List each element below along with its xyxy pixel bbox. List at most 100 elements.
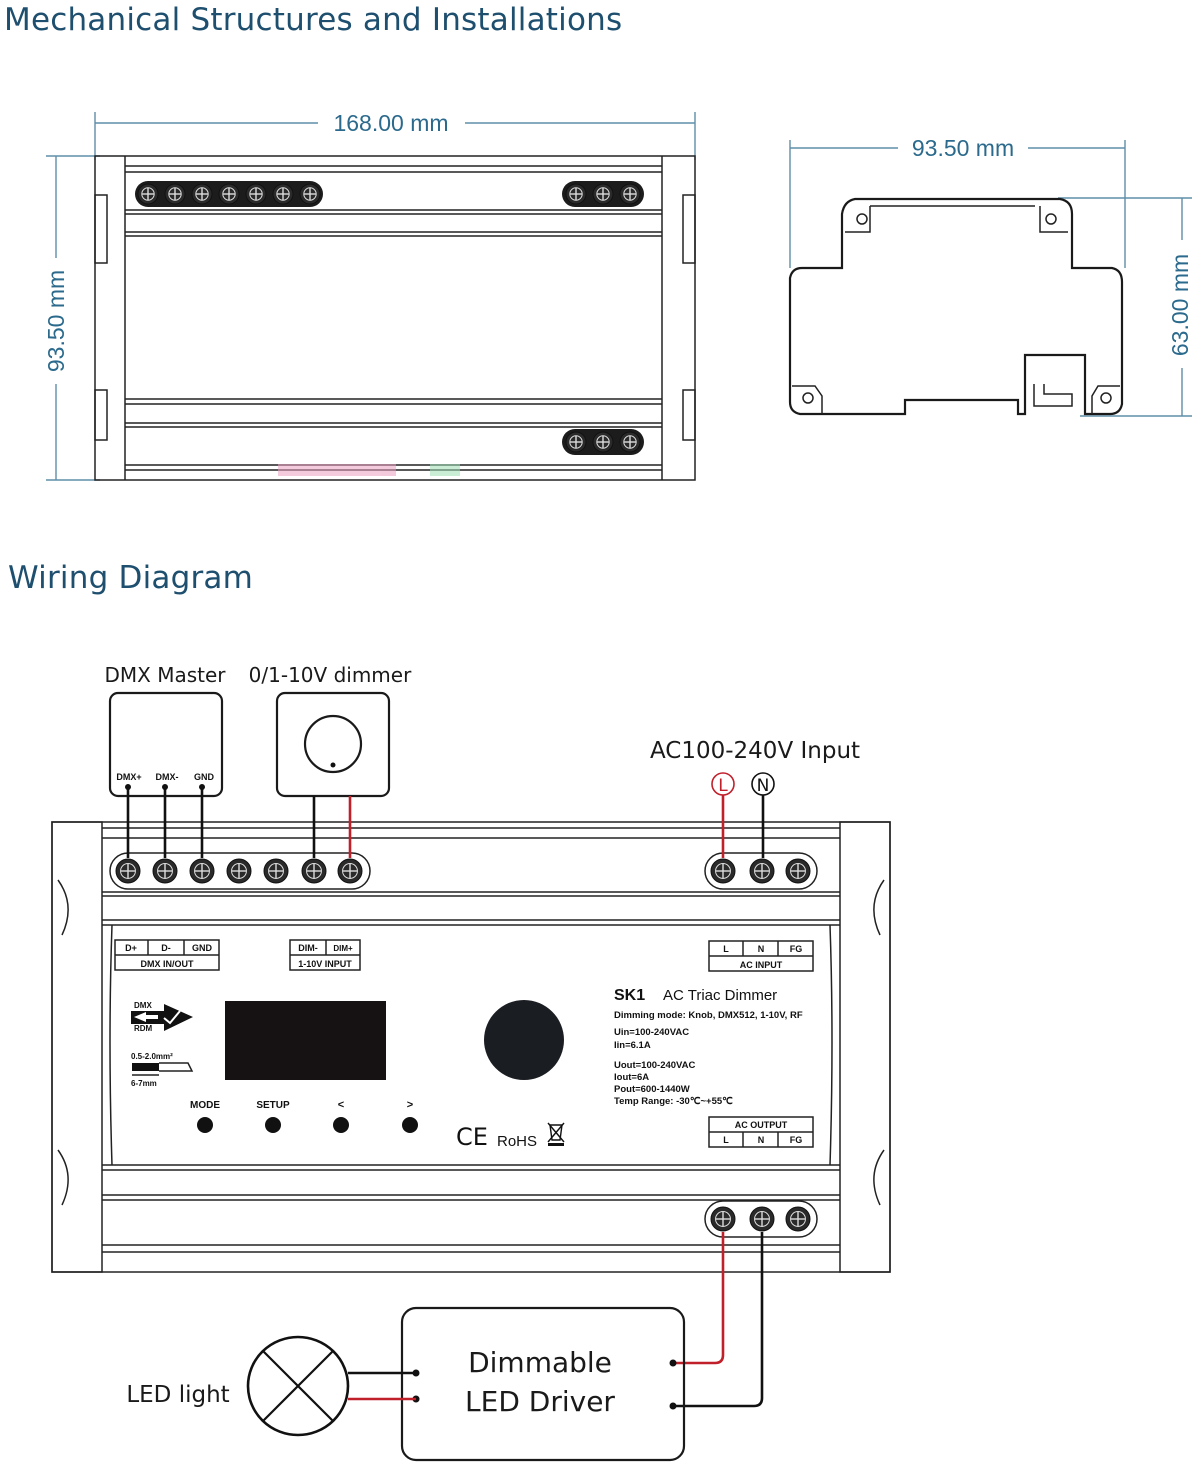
terminal-screw-icon bbox=[299, 183, 321, 205]
dmx-master-pin-dmx-minus: DMX- bbox=[156, 772, 179, 782]
terminal-screw-icon bbox=[272, 183, 294, 205]
dim-block-pin-plus: DIM+ bbox=[333, 944, 353, 953]
lamp-icon bbox=[246, 1335, 350, 1437]
weee-bin-icon bbox=[547, 1122, 565, 1146]
wiring-section-title: Wiring Diagram bbox=[8, 560, 254, 596]
dmx-block-caption: DMX IN/OUT bbox=[141, 959, 195, 969]
left-button[interactable] bbox=[333, 1117, 349, 1133]
right-button-label: > bbox=[407, 1099, 413, 1111]
dmx-arrow-bottom-label: RDM bbox=[134, 1024, 153, 1033]
ac-input-wires bbox=[721, 795, 765, 858]
spec-temp-range: Temp Range: -30℃~+55℃ bbox=[614, 1096, 733, 1107]
terminal-screw-icon bbox=[263, 858, 289, 884]
ac-input-block-pin-n: N bbox=[758, 944, 765, 954]
dmx-terminal-block: D+ D- GND DMX IN/OUT bbox=[114, 939, 220, 971]
spec-uin: Uin=100-240VAC bbox=[614, 1027, 689, 1038]
terminal-screw-icon bbox=[565, 431, 587, 453]
spec-dimming-mode: Dimming mode: Knob, DMX512, 1-10V, RF bbox=[614, 1010, 803, 1021]
terminal-screw-icon bbox=[619, 183, 641, 205]
dmx-master-pin-gnd: GND bbox=[194, 772, 215, 782]
setup-button[interactable] bbox=[265, 1117, 281, 1133]
dim-block-caption: 1-10V INPUT bbox=[298, 959, 352, 969]
rohs-label: RoHS bbox=[497, 1133, 537, 1150]
terminal-screw-icon bbox=[189, 858, 215, 884]
mechanical-section-title: Mechanical Structures and Installations bbox=[4, 2, 623, 38]
spec-iin: Iin=6.1A bbox=[614, 1040, 651, 1051]
front-width-label: 168.00 mm bbox=[333, 110, 448, 136]
terminal-screw-icon bbox=[592, 183, 614, 205]
ac-output-block-pin-fg: FG bbox=[790, 1135, 803, 1145]
dimmer-device bbox=[275, 691, 391, 798]
terminal-screw-icon bbox=[164, 183, 186, 205]
right-button[interactable] bbox=[402, 1117, 418, 1133]
ce-mark-icon: CE bbox=[456, 1123, 488, 1151]
ac-input-block-pin-fg: FG bbox=[790, 944, 803, 954]
dmx-rdm-arrow-icon: DMX RDM bbox=[131, 1001, 193, 1033]
side-view-housing bbox=[788, 197, 1124, 416]
mode-button[interactable] bbox=[197, 1117, 213, 1133]
dimmer-label: 0/1-10V dimmer bbox=[249, 663, 412, 687]
terminal-screw-icon bbox=[115, 858, 141, 884]
side-width-dimension: 93.50 mm bbox=[789, 135, 1126, 268]
dmx-block-pin-d-plus: D+ bbox=[125, 943, 137, 953]
terminal-screw-icon bbox=[191, 183, 213, 205]
terminal-screw-icon bbox=[226, 858, 252, 884]
terminal-screw-icon bbox=[710, 1206, 736, 1232]
front-width-dimension: 168.00 mm bbox=[94, 110, 696, 160]
terminal-screw-icon bbox=[785, 1206, 811, 1232]
terminal-screw-icon bbox=[592, 431, 614, 453]
output-wires bbox=[669, 1232, 764, 1410]
front-height-dimension: 93.50 mm bbox=[43, 155, 100, 481]
dmx-block-pin-gnd: GND bbox=[192, 943, 213, 953]
dmx-block-pin-d-minus: D- bbox=[161, 943, 171, 953]
dimmer-knob-icon bbox=[303, 714, 363, 774]
dimming-knob[interactable] bbox=[484, 1000, 564, 1080]
dmx-wires bbox=[125, 784, 205, 858]
certification-marks: CE RoHS bbox=[456, 1122, 565, 1151]
wire-strip-label: 6-7mm bbox=[131, 1079, 157, 1088]
ac-output-block-caption: AC OUTPUT bbox=[735, 1120, 788, 1130]
ac-output-block-pin-n: N bbox=[758, 1135, 765, 1145]
dmx-arrow-top-label: DMX bbox=[134, 1001, 152, 1010]
product-name: AC Triac Dimmer bbox=[663, 987, 777, 1004]
setup-button-label: SETUP bbox=[256, 1100, 290, 1111]
dmx-master-device: DMX+ DMX- GND bbox=[108, 691, 224, 798]
spec-iout: Iout=6A bbox=[614, 1072, 649, 1083]
terminal-screw-icon bbox=[749, 858, 775, 884]
side-width-label: 93.50 mm bbox=[912, 135, 1014, 161]
wiring-terminals bbox=[109, 852, 818, 1238]
led-driver: Dimmable LED Driver bbox=[400, 1306, 686, 1462]
front-view-terminals bbox=[135, 181, 644, 455]
watermark bbox=[278, 464, 460, 476]
ac-input-label: AC100-240V Input bbox=[650, 738, 860, 764]
model-name: SK1 bbox=[614, 987, 645, 1004]
dim-block-pin-minus: DIM- bbox=[298, 943, 318, 953]
ac-neutral-label: N bbox=[757, 776, 770, 796]
ac-live-label: L bbox=[718, 776, 728, 796]
device-buttons: MODE SETUP < > bbox=[190, 1099, 418, 1133]
dim-terminal-block: DIM- DIM+ 1-10V INPUT bbox=[289, 939, 361, 971]
ac-output-block: AC OUTPUT L N FG bbox=[708, 1116, 814, 1148]
product-label: SK1 AC Triac Dimmer Dimming mode: Knob, … bbox=[614, 987, 803, 1107]
left-button-label: < bbox=[338, 1099, 344, 1111]
ac-input-block-pin-l: L bbox=[723, 944, 729, 954]
wire-spec: 0.5-2.0mm² 6-7mm bbox=[131, 1052, 194, 1088]
terminal-screw-icon bbox=[749, 1206, 775, 1232]
led-driver-line2: LED Driver bbox=[465, 1385, 615, 1418]
mode-button-label: MODE bbox=[190, 1100, 220, 1111]
terminal-screw-icon bbox=[137, 183, 159, 205]
led-light-label: LED light bbox=[126, 1382, 229, 1408]
dmx-master-pin-dmx-plus: DMX+ bbox=[116, 772, 141, 782]
terminal-screw-icon bbox=[337, 858, 363, 884]
terminal-screw-icon bbox=[710, 858, 736, 884]
spec-pout: Pout=600-1440W bbox=[614, 1084, 690, 1095]
side-height-label: 63.00 mm bbox=[1167, 254, 1193, 356]
sk1-housing bbox=[51, 821, 891, 1273]
spec-uout: Uout=100-240VAC bbox=[614, 1060, 696, 1071]
ac-input-terminals-labels: L N bbox=[711, 772, 775, 796]
terminal-screw-icon bbox=[619, 431, 641, 453]
dmx-master-label: DMX Master bbox=[104, 663, 226, 687]
front-height-label: 93.50 mm bbox=[43, 270, 69, 372]
ac-output-block-pin-l: L bbox=[723, 1135, 729, 1145]
